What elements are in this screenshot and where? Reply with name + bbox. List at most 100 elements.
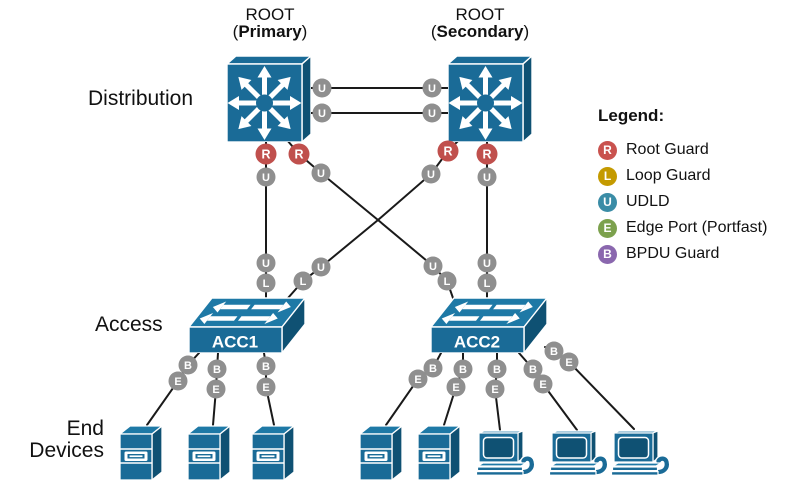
svg-text:U: U — [318, 108, 326, 120]
svg-text:U: U — [262, 258, 270, 270]
svg-text:E: E — [539, 379, 546, 391]
svg-text:U: U — [427, 169, 435, 181]
legend-label: BPDU Guard — [626, 245, 720, 262]
layer-label-access: Access — [95, 313, 163, 336]
svg-text:U: U — [428, 108, 436, 120]
port-badge-E: E — [533, 374, 553, 394]
legend-item-loop-guard: L Loop Guard — [598, 163, 767, 189]
svg-text:U: U — [428, 83, 436, 95]
legend-badge-B: B — [598, 244, 617, 264]
root-secondary-label: ROOT (Secondary) — [430, 5, 530, 41]
legend-badge-E: E — [598, 218, 617, 238]
multilayer-switch-icon-root-primary — [227, 56, 311, 142]
port-badge-E: E — [559, 352, 579, 372]
svg-text:L: L — [300, 276, 307, 288]
port-badge-R: R — [476, 143, 498, 165]
port-badge-L: L — [437, 271, 457, 291]
legend-item-edge-port-portfast-: E Edge Port (Portfast) — [598, 215, 767, 241]
port-badge-U: U — [423, 256, 443, 276]
svg-text:E: E — [174, 376, 181, 388]
server-icon — [417, 424, 462, 481]
svg-text:U: U — [318, 83, 326, 95]
port-badge-L: L — [256, 273, 276, 293]
svg-text:B: B — [262, 361, 270, 373]
port-badge-E: E — [446, 377, 466, 397]
port-badge-L: L — [477, 273, 497, 293]
legend-badge-L: L — [598, 166, 617, 186]
port-badge-U: U — [422, 78, 442, 98]
svg-text:B: B — [529, 364, 537, 376]
port-badge-B: B — [453, 359, 473, 379]
port-badge-B: B — [178, 355, 198, 375]
port-badge-U: U — [421, 164, 441, 184]
svg-text:E: E — [414, 374, 421, 386]
svg-text:E: E — [262, 382, 269, 394]
legend-title: Legend: — [598, 106, 665, 125]
svg-text:L: L — [263, 278, 270, 290]
legend-badge-U: U — [598, 192, 617, 212]
port-badge-B: B — [423, 358, 443, 378]
svg-text:U: U — [483, 258, 491, 270]
svg-text:B: B — [493, 364, 501, 376]
svg-text:L: L — [444, 276, 451, 288]
svg-text:E: E — [491, 384, 498, 396]
port-badge-R: R — [255, 143, 277, 165]
svg-text:B: B — [459, 364, 467, 376]
port-badge-U: U — [311, 257, 331, 277]
svg-text:E: E — [452, 382, 459, 394]
svg-text:U: U — [262, 172, 270, 184]
port-badge-E: E — [256, 377, 276, 397]
port-badge-U: U — [256, 253, 276, 273]
root-primary-label: ROOT (Primary) — [232, 5, 308, 41]
legend-label: Root Guard — [626, 141, 709, 158]
legend-item-bpdu-guard: B BPDU Guard — [598, 241, 767, 267]
legend-label: Loop Guard — [626, 167, 711, 184]
pc-icon — [611, 430, 671, 476]
legend-label: Edge Port (Portfast) — [626, 219, 768, 236]
legend-label: UDLD — [626, 193, 670, 210]
server-icon — [359, 424, 404, 481]
server-icon — [251, 424, 296, 481]
port-badge-U: U — [477, 253, 497, 273]
legend-item-root-guard: R Root Guard — [598, 137, 767, 163]
port-badge-E: E — [168, 371, 188, 391]
workgroup-switch-icon-acc2: ACC2 — [431, 296, 549, 353]
svg-text:E: E — [565, 357, 572, 369]
pc-icon — [476, 430, 536, 476]
port-badge-E: E — [408, 369, 428, 389]
legend-item-udld: U UDLD — [598, 189, 767, 215]
acc2-label: ACC2 — [454, 333, 500, 352]
svg-text:R: R — [482, 148, 491, 162]
svg-text:R: R — [261, 148, 270, 162]
svg-text:B: B — [550, 346, 558, 358]
port-badge-B: B — [523, 359, 543, 379]
svg-text:L: L — [484, 278, 491, 290]
svg-text:B: B — [429, 363, 437, 375]
port-badge-U: U — [311, 163, 331, 183]
port-badge-R: R — [288, 143, 310, 165]
port-badge-E: E — [485, 379, 505, 399]
legend-badge-R: R — [598, 140, 617, 160]
port-badge-B: B — [256, 356, 276, 376]
multilayer-switch-icon-root-secondary — [448, 56, 532, 142]
svg-text:U: U — [483, 172, 491, 184]
svg-text:R: R — [443, 145, 452, 159]
server-icon — [187, 424, 232, 481]
port-badge-B: B — [207, 359, 227, 379]
layer-label-end-devices: End Devices — [29, 417, 104, 462]
svg-text:B: B — [184, 360, 192, 372]
svg-text:U: U — [429, 261, 437, 273]
svg-text:B: B — [213, 364, 221, 376]
port-badge-R: R — [437, 140, 459, 162]
port-badge-B: B — [487, 359, 507, 379]
port-badge-U: U — [312, 78, 332, 98]
pc-icon — [549, 430, 609, 476]
svg-text:R: R — [294, 148, 303, 162]
port-badge-U: U — [312, 103, 332, 123]
port-badge-U: U — [422, 103, 442, 123]
port-badge-B: B — [544, 341, 564, 361]
workgroup-switch-icon-acc1: ACC1 — [189, 296, 307, 353]
